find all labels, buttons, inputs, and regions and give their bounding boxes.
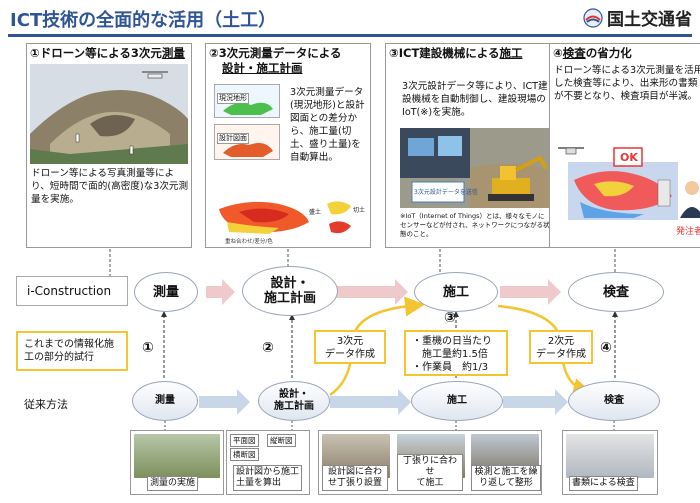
cut-fill-diff-image: 盛土 切土 重ね合わせ/差分/色 — [219, 201, 365, 245]
cut-label: 切土 — [353, 206, 365, 214]
photo-box-design: 平面図 縦断図 横断図 設計図から施工 土量を算出 — [226, 430, 310, 495]
panel-2-title: ②3次元測量データによる 設計・施工計画 — [209, 46, 342, 75]
step-number-1: ① — [142, 340, 154, 356]
photo-box-inspection: 書類による検査 — [562, 430, 658, 495]
page-title: ICT技術の全面的な活用（土工） — [10, 10, 277, 31]
survey-photo — [134, 434, 220, 478]
flow-bottom-inspection: 検査 — [568, 381, 660, 421]
flow-bottom-design: 設計・ 施工計画 — [258, 381, 330, 421]
ministry-logo: 国土交通省 — [583, 5, 692, 30]
current-terrain-image: 現況地形 — [214, 84, 280, 118]
flow-bottom-survey: 測量 — [132, 381, 198, 421]
photo-box-survey: 測量の実施 — [130, 430, 224, 495]
plan-drawing-label: 平面図 — [230, 434, 259, 447]
orderer-label: 発注者 — [676, 225, 700, 237]
orderer-person-icon — [680, 181, 700, 218]
panel-design-planning: ②3次元測量データによる 設計・施工計画 現況地形 設計図面 3次元測量データ(… — [205, 43, 371, 248]
flow-top-design: 設計・ 施工計画 — [242, 266, 338, 316]
ministry-name: 国土交通省 — [607, 10, 692, 30]
panel-4-body: ドローン等による3次元測量を活用した検査等により、出来形の書類が不要となり、検査… — [554, 65, 700, 102]
photo-caption-survey: 測量の実施 — [147, 476, 199, 491]
drone-survey-image — [30, 64, 188, 164]
diff-legend: 重ね合わせ/差分/色 — [225, 237, 273, 245]
send-data-label: 3次元設計データを送信 — [414, 188, 478, 196]
design-drawing-image: 設計図面 — [214, 124, 280, 160]
photo-caption-staking: 設計図に合わ せ丁張り設置 — [322, 465, 388, 491]
cross-section-label: 横断図 — [230, 448, 259, 461]
step-number-4: ④ — [600, 340, 612, 356]
step-number-3: ③ — [444, 310, 456, 326]
fill-label: 盛土 — [309, 208, 321, 216]
mlit-emblem-icon — [583, 7, 603, 28]
photo-box-construction: 設計図に合わ せ丁張り設置 丁張りに合わせ て施工 検測と施工を繰 り返して整形 — [318, 430, 542, 495]
photo-caption-inspection: 書類による検査 — [569, 476, 638, 491]
longitudinal-section-label: 縦断図 — [267, 434, 296, 447]
photo-caption-design: 設計図から施工 土量を算出 — [233, 465, 303, 491]
photo-caption-shaping: 検測と施工を繰 り返して整形 — [471, 465, 541, 491]
flow-top-inspection: 検査 — [568, 272, 664, 312]
panel-1-body: ドローン等による写真測量等により、短時間で面的(高密度)な3次元測量を実施。 — [31, 168, 189, 205]
photo-caption-construct: 丁張りに合わせ て施工 — [397, 454, 463, 491]
iot-footnote: ※IoT（Internet of Things）とは、様々なモノにセンサーなどが… — [400, 212, 550, 238]
row-label-previous-trial: これまでの情報化施工の部分的試行 — [16, 331, 128, 371]
flow-top-construction: 施工 — [414, 272, 498, 312]
inspection-image: OK 発注者 — [558, 147, 700, 237]
row-label-conventional: 従来方法 — [24, 398, 68, 411]
panel-3-title: ③ICT建設機械による施工 — [389, 46, 523, 60]
panel-ict-construction: ③ICT建設機械による施工 3次元設計データ等により、ICT建設機械を自動制御し… — [385, 43, 551, 248]
ok-label: OK — [620, 151, 638, 164]
title-divider — [8, 34, 692, 37]
flow-top-survey: 測量 — [134, 272, 198, 312]
panel-2-body: 3次元測量データ(現況地形)と設計図面との差分から、施工量(切土、盛り土量)を自… — [290, 87, 365, 163]
drone-icon — [558, 147, 584, 155]
ict-machine-image: 3次元設計データを送信 — [400, 128, 550, 208]
callout-heavy-machinery: ・重機の日当たり 施工量約1.5倍 ・作業員 約1/3 — [404, 330, 508, 376]
drone-icon — [142, 71, 168, 79]
panel-inspection: ④検査の省力化 ドローン等による3次元測量を活用した検査等により、出来形の書類が… — [549, 43, 700, 248]
excavator-icon — [488, 155, 548, 201]
row-label-iconstruction: i-Construction — [16, 276, 128, 306]
step-number-2: ② — [262, 340, 274, 356]
panel-3-body: 3次元設計データ等により、ICT建設機械を自動制御し、建設現場のIoT(※)を実… — [402, 81, 548, 118]
panel-drone-survey: ①ドローン等による3次元測量 ドローン等による写真測量等により、短時間で面的(高… — [26, 43, 192, 248]
panel-1-title: ①ドローン等による3次元測量 — [30, 46, 185, 60]
flow-bottom-construction: 施工 — [411, 381, 503, 421]
callout-2d-data: 2次元 データ作成 — [529, 330, 593, 364]
callout-3d-data: 3次元 データ作成 — [314, 330, 386, 364]
panel-4-title: ④検査の省力化 — [553, 46, 632, 60]
documents-photo — [566, 434, 654, 478]
